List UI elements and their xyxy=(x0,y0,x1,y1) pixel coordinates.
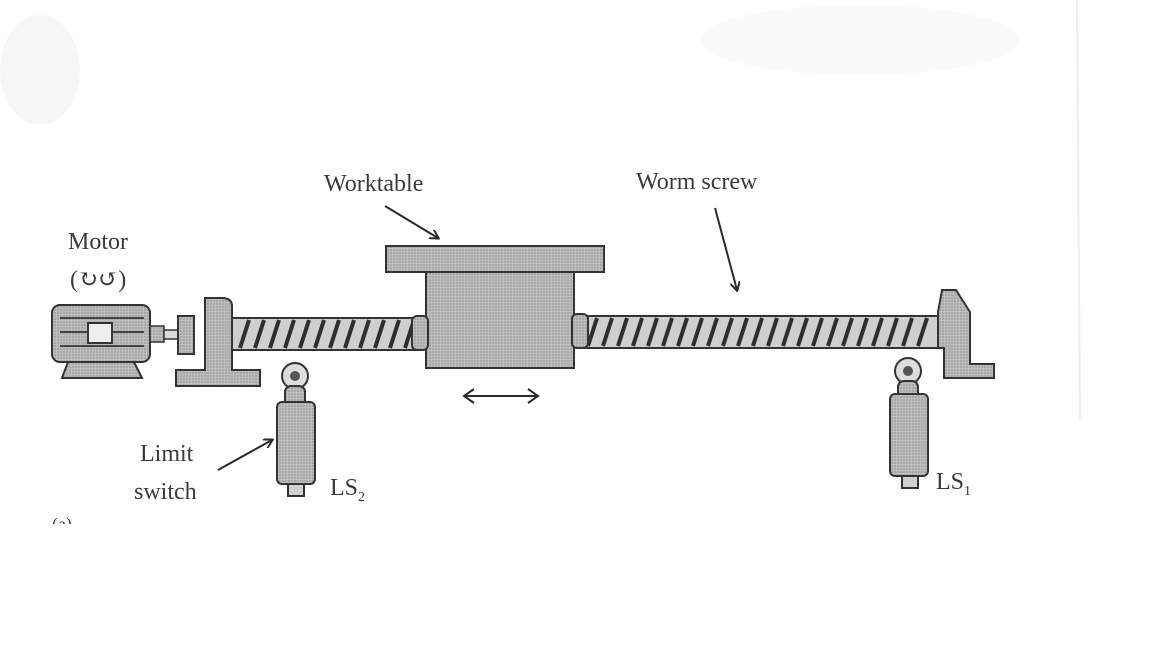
ls2-label-sub: 2 xyxy=(358,490,366,505)
screw-thread xyxy=(691,317,704,347)
limit-switch-ls1 xyxy=(889,357,929,489)
screw-thread xyxy=(766,317,779,347)
worktable xyxy=(385,245,605,369)
ls1-label-sub: 1 xyxy=(964,484,972,499)
motor xyxy=(51,304,195,379)
screw-thread xyxy=(796,317,809,347)
screw-thread xyxy=(751,317,764,347)
screw-thread xyxy=(706,317,719,347)
screw-thread xyxy=(586,317,599,347)
screw-thread xyxy=(631,317,644,347)
worm-screw-label: Worm screw xyxy=(636,169,758,195)
screw-thread xyxy=(736,317,749,347)
screw-thread xyxy=(343,319,356,349)
screw-thread xyxy=(313,319,326,349)
limit-label-line2: switch xyxy=(134,479,197,505)
worktable-label: Worktable xyxy=(324,171,424,197)
scan-smudges xyxy=(1076,0,1081,421)
worm-screw xyxy=(231,315,939,351)
worm-screw-arrow xyxy=(714,207,737,290)
screw-thread xyxy=(238,319,251,349)
screw-thread xyxy=(328,319,341,349)
screw-thread xyxy=(676,317,689,347)
screw-thread xyxy=(646,317,659,347)
ls1-label-main: LS xyxy=(936,469,965,495)
screw-thread xyxy=(811,317,824,347)
ls2-label: LS2 xyxy=(330,474,365,512)
screw-thread xyxy=(388,319,401,349)
screw-thread xyxy=(856,317,869,347)
limit-switch-arrow xyxy=(217,440,272,471)
motion-arrow xyxy=(462,388,540,404)
screw-thread xyxy=(601,317,614,347)
worktable-arrow xyxy=(384,205,438,238)
screw-thread xyxy=(616,317,629,347)
left-bearing-support xyxy=(175,297,261,387)
screw-thread xyxy=(826,317,839,347)
motor-rotation-symbol: (↻↺) xyxy=(70,267,127,293)
screw-thread xyxy=(283,319,296,349)
screw-thread xyxy=(298,319,311,349)
screw-thread xyxy=(358,319,371,349)
motor-label: Motor xyxy=(68,229,128,255)
screw-thread xyxy=(661,317,674,347)
ls1-label: LS1 xyxy=(936,468,971,506)
screw-thread xyxy=(253,319,266,349)
screw-thread xyxy=(886,317,899,347)
screw-thread xyxy=(268,319,281,349)
figure-tag: (a) xyxy=(52,514,72,524)
limit-switch-ls2 xyxy=(276,362,316,497)
screw-thread xyxy=(901,317,914,347)
screw-thread xyxy=(871,317,884,347)
ls2-label-main: LS xyxy=(330,475,359,501)
screw-thread xyxy=(373,319,386,349)
screw-thread xyxy=(841,317,854,347)
screw-thread xyxy=(916,317,929,347)
right-bearing-support xyxy=(937,289,995,379)
limit-label-line1: Limit xyxy=(140,441,194,467)
screw-thread xyxy=(781,317,794,347)
screw-thread xyxy=(721,317,734,347)
